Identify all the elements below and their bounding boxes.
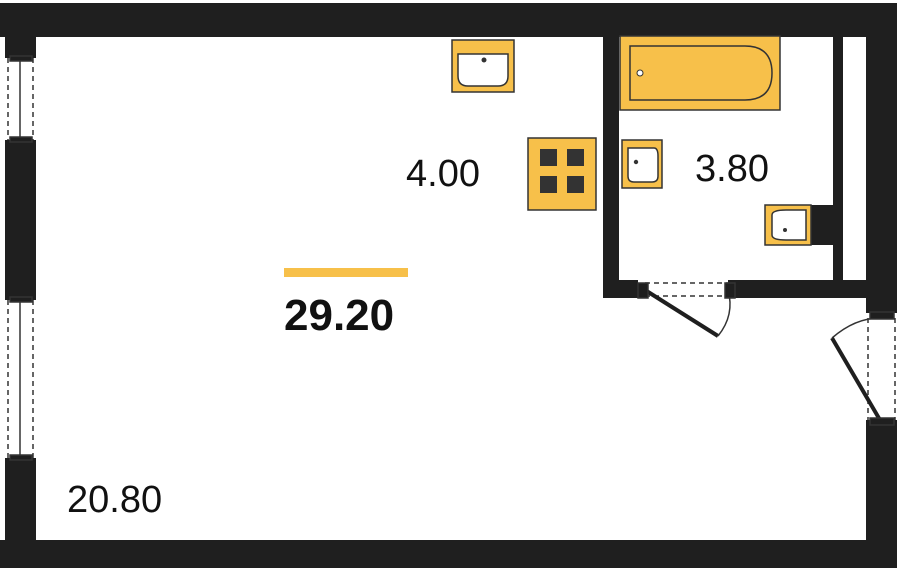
- bathroom-walls: [603, 30, 873, 298]
- kitchen-area-label: 4.00: [406, 153, 480, 195]
- bathroom-door: [637, 282, 736, 338]
- wall-left-top: [5, 3, 36, 58]
- entrance-door: [830, 311, 896, 426]
- window-left-upper: [7, 55, 34, 143]
- window-left-lower: [7, 296, 34, 461]
- bathroom-wall-bottom-left: [603, 280, 638, 298]
- total-area-label: 29.20: [284, 291, 394, 340]
- outer-walls: [0, 3, 897, 568]
- wall-bottom: [0, 540, 897, 568]
- accent-bar: [284, 268, 408, 277]
- shaft-wall: [833, 30, 843, 285]
- bathroom-area-label: 3.80: [695, 148, 769, 190]
- bathroom-wall-bottom-right: [728, 280, 873, 298]
- wall-left-middle: [5, 140, 36, 300]
- toilet-icon: [764, 204, 835, 246]
- kitchen-sink-icon: [451, 39, 515, 93]
- wall-left-bottom: [5, 458, 36, 568]
- living-room-area-label: 20.80: [67, 479, 162, 521]
- bathroom-sink-icon: [621, 139, 663, 189]
- wall-top: [0, 3, 897, 37]
- bathroom-wall-left: [603, 30, 619, 298]
- bathtub-icon: [619, 35, 781, 111]
- wall-right-top: [866, 3, 897, 313]
- stove-icon: [527, 137, 597, 211]
- wall-right-bottom: [866, 420, 897, 568]
